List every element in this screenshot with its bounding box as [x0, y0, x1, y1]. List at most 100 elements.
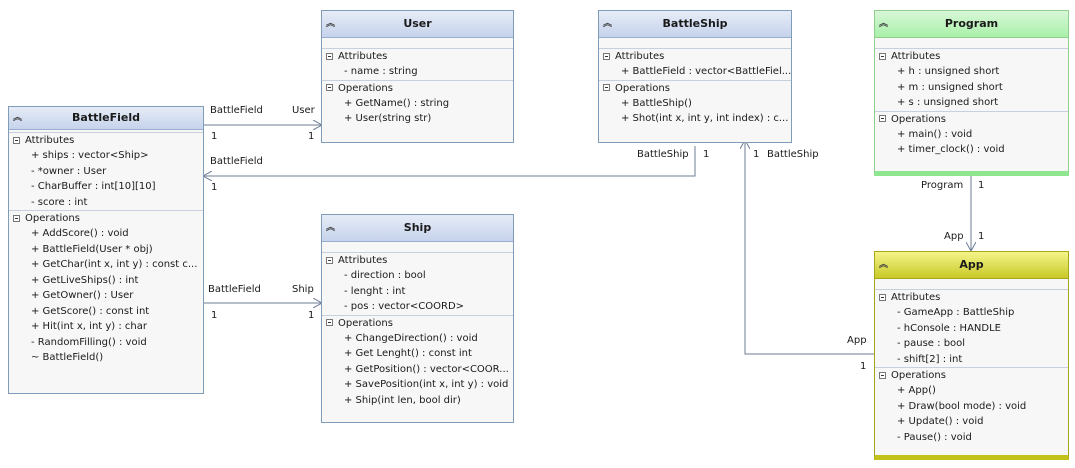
- operation-item[interactable]: + GetChar(int x, int y) : const c...: [31, 259, 198, 270]
- attributes-header[interactable]: Attributes: [9, 133, 203, 148]
- operation-item[interactable]: + GetPosition() : vector<COOR...: [344, 363, 509, 375]
- attribute-item[interactable]: - pos : vector<COORD>: [344, 301, 465, 312]
- operation-item[interactable]: - Pause() : void: [897, 431, 972, 443]
- operation-item[interactable]: + AddScore() : void: [31, 228, 129, 239]
- operations-header[interactable]: Operations: [9, 211, 203, 226]
- minus-box-icon[interactable]: [603, 52, 610, 60]
- chevron-up-double-icon[interactable]: ︽: [326, 223, 336, 233]
- multiplicity-label: 1: [211, 182, 218, 193]
- operation-item[interactable]: + main() : void: [897, 128, 973, 140]
- class-program[interactable]: ︽ Program Attributes + h : unsigned shor…: [874, 10, 1069, 176]
- operation-item[interactable]: + Draw(bool mode) : void: [897, 400, 1027, 412]
- operation-item[interactable]: + timer_clock() : void: [897, 144, 1005, 155]
- section-label: Attributes: [25, 135, 75, 146]
- operations-header[interactable]: Operations: [875, 112, 1068, 127]
- operation-item[interactable]: + GetOwner() : User: [31, 290, 134, 301]
- class-header[interactable]: ︽ BattleField: [9, 107, 203, 130]
- operation-item[interactable]: + GetScore() : const int: [31, 305, 150, 317]
- attribute-item[interactable]: + s : unsigned short: [897, 97, 999, 108]
- attributes-header[interactable]: Attributes: [322, 49, 513, 64]
- attributes-section: Attributes - direction : bool - lenght :…: [322, 252, 513, 315]
- chevron-up-double-icon[interactable]: ︽: [603, 19, 613, 29]
- operation-item[interactable]: + User(string str): [344, 113, 432, 124]
- attributes-section: Attributes + ships : vector<Ship> - *own…: [9, 132, 203, 210]
- role-label: BattleShip: [767, 149, 819, 160]
- attribute-item[interactable]: - direction : bool: [344, 270, 426, 281]
- attribute-item[interactable]: - lenght : int: [344, 285, 406, 297]
- operations-header[interactable]: Operations: [875, 368, 1068, 383]
- minus-box-icon[interactable]: [326, 319, 333, 326]
- assoc-battleship-battlefield: [203, 146, 696, 176]
- attributes-header[interactable]: Attributes: [322, 253, 513, 268]
- section-label: Operations: [891, 113, 946, 125]
- operation-item[interactable]: + BattleShip(): [621, 97, 692, 109]
- class-name: Ship: [403, 221, 432, 234]
- role-label: Program: [921, 180, 964, 191]
- chevron-up-double-icon[interactable]: ︽: [326, 19, 336, 29]
- class-header[interactable]: ︽ App: [875, 252, 1068, 279]
- class-battleship[interactable]: ︽ BattleShip Attributes + BattleField : …: [598, 10, 792, 143]
- role-label: BattleField: [210, 105, 263, 116]
- class-user[interactable]: ︽ User Attributes - name : string Operat…: [321, 10, 514, 143]
- class-name: BattleShip: [662, 17, 728, 30]
- attributes-header[interactable]: Attributes: [875, 290, 1068, 305]
- attribute-item[interactable]: - GameApp : BattleShip: [897, 307, 1015, 318]
- minus-box-icon[interactable]: [603, 84, 610, 91]
- class-header[interactable]: ︽ User: [322, 11, 513, 38]
- role-label: BattleField: [208, 284, 261, 295]
- minus-box-icon[interactable]: [326, 256, 333, 264]
- class-header[interactable]: ︽ Program: [875, 11, 1068, 38]
- class-ship[interactable]: ︽ Ship Attributes - direction : bool - l…: [321, 214, 514, 423]
- minus-box-icon[interactable]: [879, 115, 886, 122]
- attribute-item[interactable]: - hConsole : HANDLE: [897, 322, 1001, 334]
- operation-item[interactable]: - RandomFilling() : void: [31, 336, 147, 348]
- operation-item[interactable]: + Shot(int x, int y, int index) : c...: [621, 113, 789, 124]
- attribute-item[interactable]: - *owner : User: [31, 165, 107, 177]
- class-battlefield[interactable]: ︽ BattleField Attributes + ships : vecto…: [8, 106, 204, 394]
- minus-box-icon[interactable]: [13, 136, 20, 144]
- attributes-section: Attributes - name : string: [322, 48, 513, 80]
- operation-item[interactable]: + BattleField(User * obj): [31, 243, 153, 255]
- operation-item[interactable]: + Update() : void: [897, 416, 984, 427]
- chevron-up-double-icon[interactable]: ︽: [879, 19, 889, 29]
- multiplicity-label: 1: [211, 131, 218, 142]
- operation-item[interactable]: ~ BattleField(): [31, 352, 104, 363]
- operation-item[interactable]: + App(): [897, 385, 936, 396]
- class-header[interactable]: ︽ Ship: [322, 215, 513, 242]
- class-name: User: [403, 17, 432, 30]
- class-header[interactable]: ︽ BattleShip: [599, 11, 791, 38]
- attribute-item[interactable]: - name : string: [344, 66, 418, 77]
- operation-item[interactable]: + Hit(int x, int y) : char: [31, 321, 148, 332]
- attribute-item[interactable]: + ships : vector<Ship>: [31, 150, 149, 161]
- attributes-header[interactable]: Attributes: [599, 49, 791, 64]
- role-label: Ship: [292, 284, 314, 295]
- attribute-item[interactable]: + m : unsigned short: [897, 81, 1003, 93]
- attribute-item[interactable]: + h : unsigned short: [897, 66, 1000, 77]
- attribute-item[interactable]: - pause : bool: [897, 338, 966, 349]
- operation-item[interactable]: + ChangeDirection() : void: [344, 332, 478, 344]
- operation-item[interactable]: + GetLiveShips() : int: [31, 274, 139, 286]
- operations-header[interactable]: Operations: [322, 81, 513, 96]
- chevron-up-double-icon[interactable]: ︽: [13, 113, 23, 123]
- multiplicity-label: 1: [978, 231, 985, 242]
- class-app[interactable]: ︽ App Attributes - GameApp : BattleShip …: [874, 251, 1069, 460]
- operation-item[interactable]: + GetName() : string: [344, 97, 450, 109]
- attribute-item[interactable]: - CharBuffer : int[10][10]: [31, 181, 156, 192]
- chevron-up-double-icon[interactable]: ︽: [879, 260, 889, 270]
- attribute-item[interactable]: - shift[2] : int: [897, 353, 963, 365]
- attribute-item[interactable]: - score : int: [31, 196, 88, 208]
- attributes-header[interactable]: Attributes: [875, 49, 1068, 64]
- attribute-item[interactable]: + BattleField : vector<BattleFiel...: [621, 66, 791, 77]
- minus-box-icon[interactable]: [879, 293, 886, 301]
- minus-box-icon[interactable]: [879, 52, 886, 60]
- minus-box-icon[interactable]: [879, 371, 886, 379]
- operation-item[interactable]: + Ship(int len, bool dir): [344, 394, 461, 406]
- minus-box-icon[interactable]: [326, 84, 333, 91]
- operation-item[interactable]: + SavePosition(int x, int y) : void: [344, 379, 509, 390]
- minus-box-icon[interactable]: [13, 214, 20, 222]
- operations-header[interactable]: Operations: [322, 316, 513, 331]
- operation-item[interactable]: + Get Lenght() : const int: [344, 348, 472, 359]
- section-label: Operations: [25, 213, 80, 224]
- minus-box-icon[interactable]: [326, 52, 333, 60]
- operations-header[interactable]: Operations: [599, 81, 791, 96]
